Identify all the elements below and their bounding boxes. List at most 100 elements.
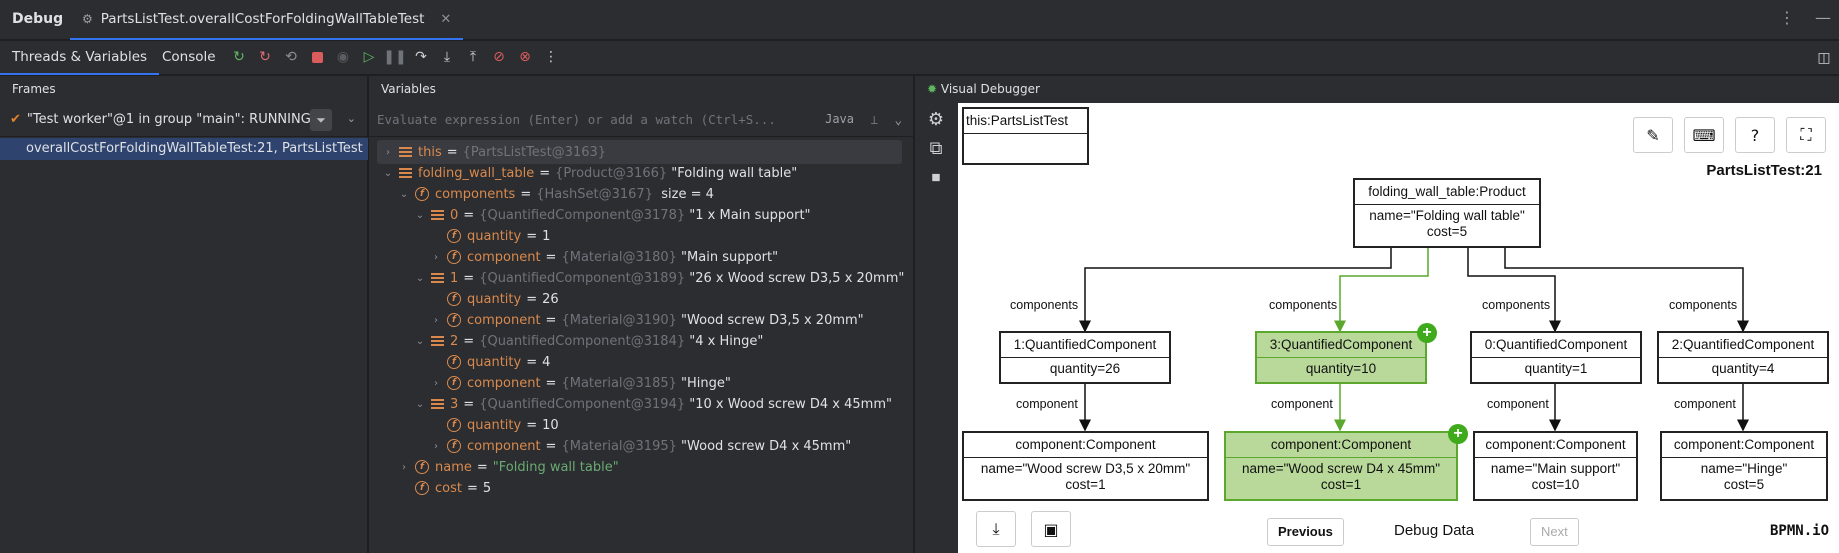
- view-breakpoints-icon[interactable]: ◉: [336, 49, 350, 65]
- evaluate-expression-input[interactable]: Evaluate expression (Enter) or add a wat…: [369, 103, 914, 137]
- product-box[interactable]: folding_wall_table:Product name="Folding…: [1353, 178, 1541, 248]
- component-name: name="Main support": [1490, 461, 1621, 476]
- tree-row[interactable]: f quantity= 10: [369, 413, 914, 437]
- qc-quantity: quantity=10: [1305, 361, 1377, 376]
- tab-threads-variables[interactable]: Threads & Variables: [0, 41, 160, 75]
- var-name: 0: [450, 207, 459, 223]
- run-config-tab[interactable]: ⚙ PartsListTest.overallCostForFoldingWal…: [70, 0, 464, 40]
- mute-breakpoints-icon[interactable]: ⊘: [493, 49, 505, 65]
- qc-title: 3:QuantifiedComponent: [1257, 333, 1425, 358]
- this-box[interactable]: this:PartsListTest: [962, 107, 1089, 165]
- next-button[interactable]: Next: [1530, 518, 1579, 546]
- tree-row[interactable]: ⌄ 1= {QuantifiedComponent@3189} "26 x Wo…: [415, 270, 905, 286]
- diagram-edges: [1079, 246, 1749, 432]
- tree-row[interactable]: ⌄f components= {HashSet@3167} size = 4: [399, 186, 714, 202]
- var-ref: {QuantifiedComponent@3189}: [479, 270, 686, 286]
- settings-icon[interactable]: ⚙: [927, 109, 945, 130]
- product-cost: cost=5: [1426, 224, 1468, 239]
- quantified-component-box[interactable]: 1:QuantifiedComponent quantity=26: [999, 331, 1171, 384]
- tree-row[interactable]: f cost= 5: [369, 476, 914, 500]
- quantified-component-box[interactable]: 0:QuantifiedComponent quantity=1: [1470, 331, 1642, 384]
- edit-icon[interactable]: ✎: [1633, 117, 1673, 153]
- tree-row[interactable]: ⌄ 0= {QuantifiedComponent@3178} "1 x Mai…: [415, 207, 811, 223]
- thread-selector[interactable]: ✔ "Test worker"@1 in group "main": RUNNI…: [0, 103, 368, 137]
- var-value: "Wood screw D4 x 45mm": [681, 438, 852, 454]
- tree-row[interactable]: f quantity= 1: [369, 224, 914, 248]
- component-box[interactable]: component:Component name="Main support"c…: [1473, 431, 1638, 501]
- tree-row[interactable]: ⌄ 2= {QuantifiedComponent@3184} "4 x Hin…: [415, 333, 764, 349]
- component-box[interactable]: component:Component name="Wood screw D3,…: [962, 431, 1209, 501]
- disable-breakpoints-icon[interactable]: ⊗: [519, 49, 531, 65]
- fullscreen-icon[interactable]: ⛶: [1786, 117, 1826, 153]
- more-icon[interactable]: ⋮: [544, 49, 558, 65]
- bpmn-io-logo[interactable]: BPMN.iO: [1770, 523, 1830, 539]
- tree-row[interactable]: ›f component= {Material@3185} "Hinge": [434, 375, 731, 391]
- step-into-icon[interactable]: ⤓: [443, 49, 451, 65]
- component-cost: cost=1: [1065, 477, 1106, 492]
- edge-label: component: [1487, 397, 1549, 411]
- stack-frame[interactable]: overallCostForFoldingWallTableTest:21, P…: [0, 138, 368, 160]
- tree-row[interactable]: ›f component= {Material@3195} "Wood scre…: [434, 438, 852, 454]
- component-box-highlighted[interactable]: component:Component name="Wood screw D4 …: [1224, 431, 1458, 501]
- add-watch-icon[interactable]: ⊥: [870, 112, 878, 127]
- component-title: component:Component: [964, 433, 1207, 458]
- pause-icon[interactable]: ❚❚: [383, 49, 407, 65]
- debug-title: Debug: [12, 11, 64, 27]
- quantified-component-box[interactable]: 2:QuantifiedComponent quantity=4: [1657, 331, 1829, 384]
- rerun-tests-icon[interactable]: ⟲: [285, 49, 297, 65]
- previous-button[interactable]: Previous: [1267, 518, 1344, 546]
- var-name: 3: [450, 396, 459, 412]
- eval-placeholder: Evaluate expression (Enter) or add a wat…: [377, 112, 776, 127]
- image-icon[interactable]: ▣: [1031, 511, 1071, 547]
- var-value: 4: [542, 354, 551, 370]
- filter-icon[interactable]: ⏷: [310, 109, 332, 131]
- stop-circle-icon[interactable]: ⏹: [931, 167, 941, 188]
- resume-icon[interactable]: ▷: [363, 49, 375, 65]
- rerun-failed-icon[interactable]: ↻: [259, 49, 271, 65]
- field-icon: f: [447, 376, 461, 390]
- component-box[interactable]: component:Component name="Hinge"cost=5: [1660, 431, 1828, 501]
- chevron-down-icon[interactable]: ⌄: [346, 112, 356, 125]
- tree-row[interactable]: ⌄ folding_wall_table= {Product@3166} "Fo…: [383, 165, 798, 181]
- minimize-icon[interactable]: —: [1815, 8, 1831, 27]
- object-icon: [431, 208, 444, 222]
- var-name: folding_wall_table: [418, 165, 535, 181]
- object-icon: [431, 334, 444, 348]
- var-value: "Folding wall table": [671, 165, 798, 181]
- visual-debugger-header: ✹ Visual Debugger: [915, 76, 1839, 103]
- language-selector[interactable]: Java: [825, 112, 854, 126]
- edge-label: component: [1271, 397, 1333, 411]
- tree-row[interactable]: ⌄ 3= {QuantifiedComponent@3194} "10 x Wo…: [415, 396, 892, 412]
- var-name: quantity: [467, 228, 522, 244]
- quantified-component-box-highlighted[interactable]: 3:QuantifiedComponent quantity=10: [1255, 331, 1427, 384]
- var-name: cost: [435, 480, 462, 496]
- tree-row[interactable]: f quantity= 26: [369, 287, 914, 311]
- thread-label: "Test worker"@1 in group "main": RUNNING: [26, 112, 311, 127]
- tree-row[interactable]: f quantity= 4: [369, 350, 914, 374]
- tree-row[interactable]: ›f name= "Folding wall table": [402, 459, 619, 475]
- layout-icon[interactable]: ◫: [1817, 50, 1831, 66]
- tree-row[interactable]: ›f component= {Material@3190} "Wood scre…: [434, 312, 864, 328]
- component-name: name="Wood screw D3,5 x 20mm": [980, 461, 1191, 476]
- open-external-icon[interactable]: ⧉: [929, 138, 943, 159]
- step-over-icon[interactable]: ↷: [415, 49, 427, 65]
- component-title: component:Component: [1475, 433, 1636, 458]
- tree-row[interactable]: ›f component= {Material@3180} "Main supp…: [434, 249, 779, 265]
- tree-row[interactable]: › this= {PartsListTest@3163}: [377, 140, 902, 164]
- var-name: quantity: [467, 291, 522, 307]
- download-icon[interactable]: ⤓: [976, 511, 1016, 547]
- step-out-icon[interactable]: ⤒: [469, 49, 477, 65]
- edge-label: components: [1669, 298, 1738, 312]
- field-icon: f: [447, 355, 461, 369]
- help-icon[interactable]: ?: [1735, 117, 1775, 153]
- var-ref: {Material@3180}: [561, 249, 677, 265]
- object-icon: [431, 397, 444, 411]
- keyboard-icon[interactable]: ⌨: [1684, 117, 1724, 153]
- close-icon[interactable]: ✕: [440, 11, 452, 27]
- chevron-down-icon[interactable]: ⌄: [894, 112, 902, 127]
- more-options-icon[interactable]: ⋮: [1779, 8, 1795, 27]
- rerun-icon[interactable]: ↻: [233, 49, 245, 65]
- stop-icon[interactable]: [308, 48, 326, 66]
- tab-console[interactable]: Console: [162, 49, 216, 65]
- var-value: "1 x Main support": [689, 207, 811, 223]
